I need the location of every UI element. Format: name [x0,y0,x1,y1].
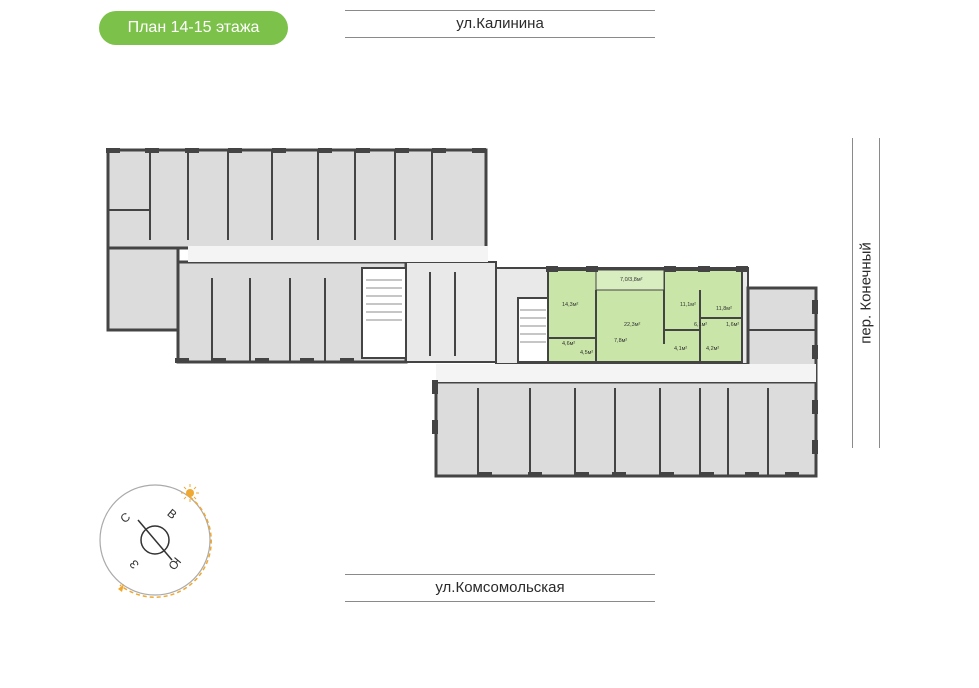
sun-icon [181,484,199,502]
compass-west: З [127,557,142,572]
area-corridor: 7,8м² [614,338,627,344]
area-balcony: 7,0/3,8м² [620,277,643,283]
area-room-left: 14,3м² [562,302,578,308]
floor-plan-title: План 14-15 этажа [99,11,288,45]
area-room-mid: 11,1м² [680,302,696,308]
building-left-wing [106,148,497,364]
area-bath-mid: 4,1м² [674,346,687,352]
area-bath-left: 4,6м² [562,341,575,347]
highlighted-apartment[interactable]: 7,0/3,8м² 14,3м² 22,3м² 11,1м² 11,8м² 4,… [546,266,748,363]
compass-south: Ю [165,554,184,572]
street-east-label: пер. Конечный [852,138,880,448]
area-room-right: 11,8м² [716,306,732,312]
street-south-text: ул.Комсомольская [435,579,565,596]
compass-north: С [117,509,133,526]
area-living: 22,3м² [624,322,640,328]
compass: С В Ю З [99,484,212,598]
street-north-text: ул.Калинина [456,15,544,32]
area-bath-right: 4,2м² [706,346,719,352]
compass-east: В [164,506,179,522]
area-wc: 1,6м² [726,322,739,328]
area-small-hall: 6,1м² [694,322,707,328]
street-north-label: ул.Калинина [345,10,655,38]
area-hall-left: 4,5м² [580,350,593,356]
street-south-label: ул.Комсомольская [345,574,655,602]
